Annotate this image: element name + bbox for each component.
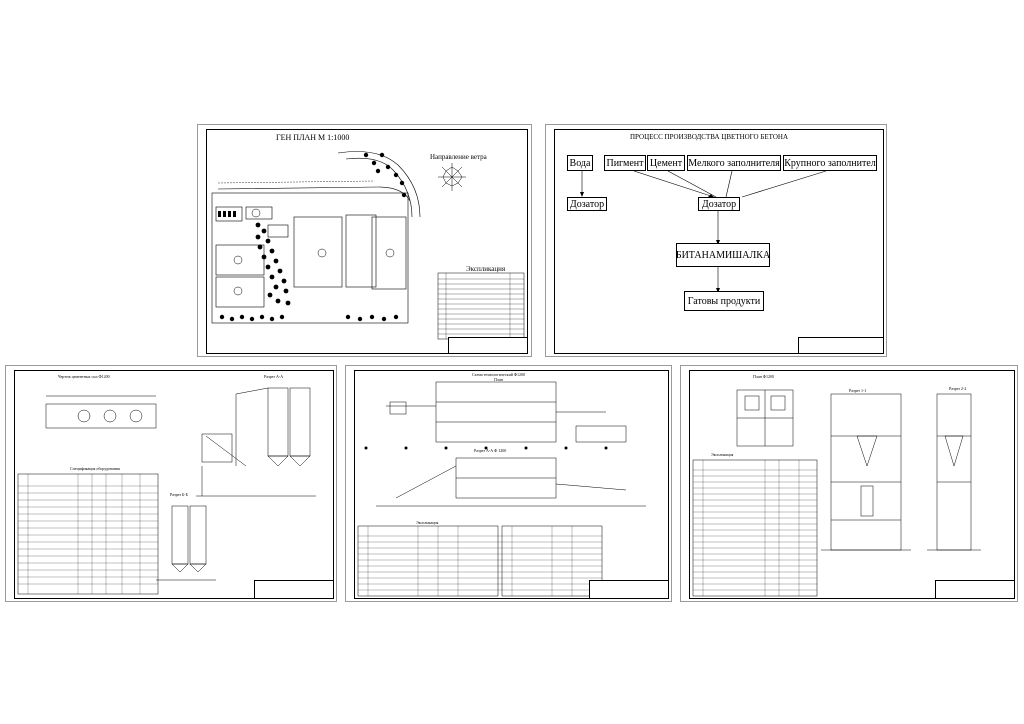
input-fine-aggregate: Мелкого заполнителя (687, 155, 781, 171)
sheet-frame (354, 370, 669, 599)
plan-label: План (494, 377, 503, 382)
title-block (589, 580, 669, 599)
process-title: ПРОЦЕСС ПРОИЗВОДСТВА ЦВЕТНОГО БЕТОНА (630, 133, 788, 141)
sheet-plan-sections[interactable]: План Ф1200 Разрез 1-1 Разрез 2-2 Эксплик… (680, 365, 1018, 602)
output-product: Гатовы продукти (684, 291, 764, 311)
section-b-label: Разрез Б-Б (170, 492, 188, 497)
title-block (448, 337, 528, 354)
sheet-tech-scheme[interactable]: Схема технологический Ф1200 План Разрез … (345, 365, 672, 602)
input-pigment: Пигмент (604, 155, 646, 171)
explication-title: Экспликация (711, 452, 734, 457)
section-a-label: Разрез А-А (264, 374, 284, 379)
plan-title: План Ф1200 (753, 374, 774, 379)
sheet-general-plan[interactable]: ГЕН ПЛАН М 1:1000 Направление ветра Эксп… (197, 124, 532, 357)
sheet-frame (206, 129, 528, 354)
input-water: Вода (567, 155, 593, 171)
legend-title: Экспликация (466, 265, 506, 273)
silo-drawing-title: Чертеж цементных сил Ф1200 (58, 374, 110, 379)
wind-rose-title: Направление ветра (430, 153, 487, 161)
general-plan-title: ГЕН ПЛАН М 1:1000 (276, 133, 350, 142)
input-cement: Цемент (647, 155, 685, 171)
mixer: БИТАНАМИШАЛКА (676, 243, 770, 267)
section-label: Разрез А-А Ф 1200 (474, 448, 507, 453)
site-plan-drawing (211, 151, 525, 340)
sheet-cement-silos[interactable]: Чертеж цементных сил Ф1200 Разрез А-А Ра… (5, 365, 337, 602)
title-block (254, 580, 334, 599)
input-coarse-aggregate: Крупного заполнител (783, 155, 877, 171)
scheme-title: Схема технологический Ф1200 (472, 372, 526, 377)
section-1-label: Разрез 1-1 (849, 388, 867, 393)
silo-drawing (17, 387, 316, 595)
sheet-process-flow[interactable]: ПРОЦЕСС ПРОИЗВОДСТВА ЦВЕТНОГО БЕТОНА Вод… (545, 124, 887, 357)
dozator-main: Дозатор (698, 197, 740, 211)
equipment-spec-title: Спецификация оборудования (70, 466, 120, 471)
title-block (798, 337, 884, 354)
process-arrows (580, 170, 827, 293)
explication-title: Экспликация (416, 520, 439, 525)
sheet-frame (14, 370, 334, 599)
dozator-water: Дозатор (567, 197, 607, 211)
title-block (935, 580, 1015, 599)
section-2-label: Разрез 2-2 (949, 386, 967, 391)
scheme-drawing (357, 381, 646, 597)
sheet-frame (689, 370, 1015, 599)
sheet-frame (554, 129, 884, 354)
building-drawing (692, 389, 981, 597)
